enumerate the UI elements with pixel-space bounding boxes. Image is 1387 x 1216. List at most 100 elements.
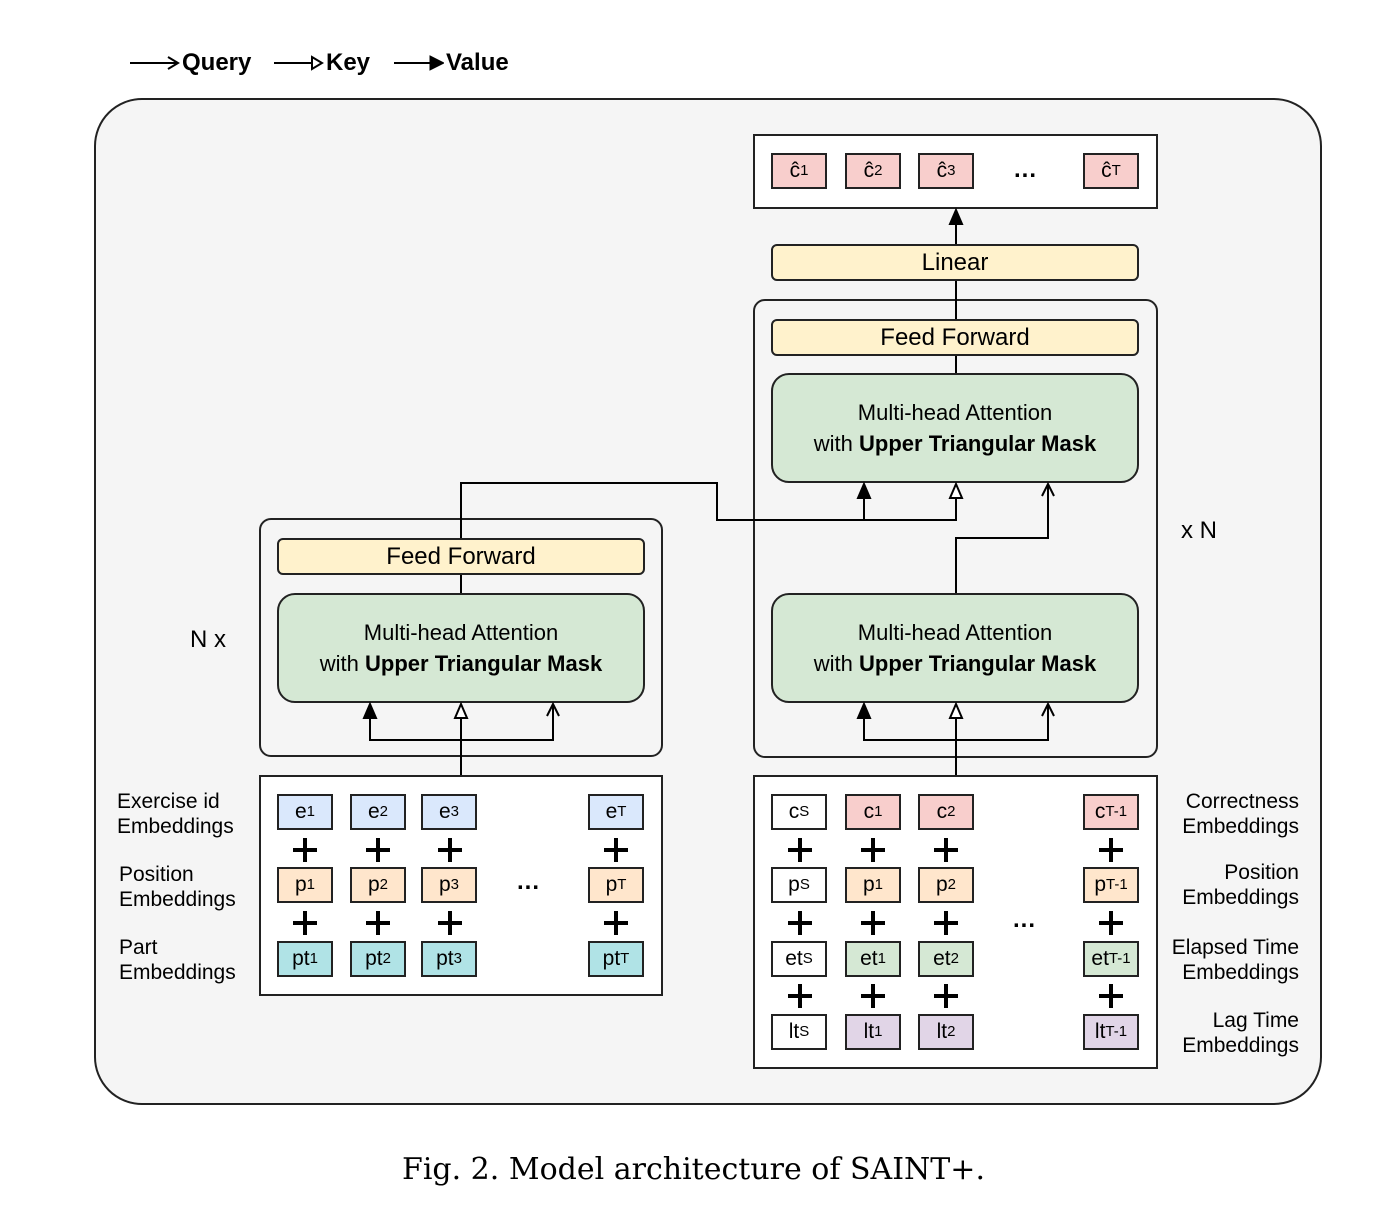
position-label-line1: Position xyxy=(119,863,194,886)
part-token-base: pt xyxy=(365,947,383,970)
encoder-attention-title: Multi-head Attention xyxy=(363,620,559,645)
plus-icon xyxy=(363,908,393,938)
correctness-embeddings-label: Correctness Embeddings xyxy=(1162,789,1299,839)
plus-icon xyxy=(435,835,465,865)
elapsed-label-line2: Embeddings xyxy=(1182,961,1299,984)
output-ellipsis: ... xyxy=(1014,156,1038,183)
plus-icon xyxy=(858,981,888,1011)
part-label-line1: Part xyxy=(119,936,158,959)
encoder-repeat-label: N x xyxy=(190,626,226,653)
plus-icon xyxy=(290,908,320,938)
lag-token-base: lt xyxy=(863,1020,875,1043)
plus-icon xyxy=(363,835,393,865)
elapsed-token-base: et xyxy=(785,947,803,970)
lag-token-base: lt xyxy=(936,1020,948,1043)
lag-token-base: lt xyxy=(1094,1020,1106,1043)
linear-layer: Linear xyxy=(771,244,1139,281)
correctness-token-base: c xyxy=(788,800,800,823)
position-token-base: p xyxy=(438,873,451,896)
key-arrow-icon xyxy=(274,55,324,71)
exercise-label-line1: Exercise id xyxy=(117,790,220,813)
decoder-feed-forward-label: Feed Forward xyxy=(880,323,1030,351)
decoder-self-attention: Multi-head Attention with Upper Triangul… xyxy=(771,593,1139,703)
plus-icon xyxy=(601,908,631,938)
decoder-self-attention-subtitle: with Upper Triangular Mask xyxy=(814,648,1096,679)
query-arrow-icon xyxy=(130,56,180,70)
elapsed-token-base: et xyxy=(860,947,878,970)
encoder-attention: Multi-head Attention with Upper Triangul… xyxy=(277,593,645,703)
position-right-label-line1: Position xyxy=(1224,861,1299,884)
figure-caption: Fig. 2. Model architecture of SAINT+. xyxy=(402,1152,985,1187)
correctness-label-line1: Correctness xyxy=(1185,790,1299,813)
encoder-ellipsis: ... xyxy=(517,868,541,895)
plus-icon xyxy=(931,908,961,938)
position-embeddings-label-left: Position Embeddings xyxy=(119,862,236,912)
decoder-cross-attention-with: with xyxy=(813,431,853,456)
decoder-cross-attention: Multi-head Attention with Upper Triangul… xyxy=(771,373,1139,483)
correctness-token-base: c xyxy=(863,800,875,823)
exercise-token-base: e xyxy=(605,800,618,823)
plus-icon xyxy=(435,908,465,938)
lag-token-base: lt xyxy=(788,1020,800,1043)
decoder-ellipsis: ... xyxy=(1013,906,1037,933)
part-token-base: pt xyxy=(292,947,310,970)
encoder-feed-forward: Feed Forward xyxy=(277,538,645,575)
legend-key: Key xyxy=(274,46,370,80)
decoder-repeat-label: x N xyxy=(1181,517,1217,544)
legend-query-label: Query xyxy=(182,49,252,76)
elapsed-token-base: et xyxy=(933,947,951,970)
elapsed-token-base: et xyxy=(1091,947,1109,970)
lag-label-line1: Lag Time xyxy=(1212,1009,1299,1032)
plus-icon xyxy=(785,908,815,938)
position-token-base: p xyxy=(605,873,618,896)
decoder-cross-attention-title: Multi-head Attention xyxy=(857,400,1053,425)
lag-label-line2: Embeddings xyxy=(1182,1034,1299,1057)
position-token-base: p xyxy=(294,873,307,896)
legend-key-label: Key xyxy=(326,49,371,76)
legend-value-label: Value xyxy=(446,49,509,76)
part-label-line2: Embeddings xyxy=(119,961,236,984)
position-token-base: p xyxy=(788,873,800,896)
plus-icon xyxy=(785,981,815,1011)
plus-icon xyxy=(858,908,888,938)
decoder-feed-forward: Feed Forward xyxy=(771,319,1139,356)
exercise-token-base: e xyxy=(367,800,380,823)
decoder-self-attention-title: Multi-head Attention xyxy=(857,620,1053,645)
exercise-embeddings-label: Exercise id Embeddings xyxy=(117,789,234,839)
output-token-base: ĉ xyxy=(936,159,948,182)
decoder-self-attention-mask: Upper Triangular Mask xyxy=(859,651,1097,676)
output-token-base: ĉ xyxy=(789,159,801,182)
plus-icon xyxy=(931,835,961,865)
position-token-base: p xyxy=(367,873,380,896)
plus-icon xyxy=(1096,981,1126,1011)
correctness-token-base: c xyxy=(936,800,948,823)
part-embeddings-label: Part Embeddings xyxy=(119,935,236,985)
position-label-line2: Embeddings xyxy=(119,888,236,911)
plus-icon xyxy=(785,835,815,865)
encoder-attention-subtitle: with Upper Triangular Mask xyxy=(320,648,602,679)
output-token-base: ĉ xyxy=(1101,159,1112,182)
elapsed-embeddings-label: Elapsed Time Embeddings xyxy=(1162,935,1299,985)
part-token-base: pt xyxy=(436,947,454,970)
